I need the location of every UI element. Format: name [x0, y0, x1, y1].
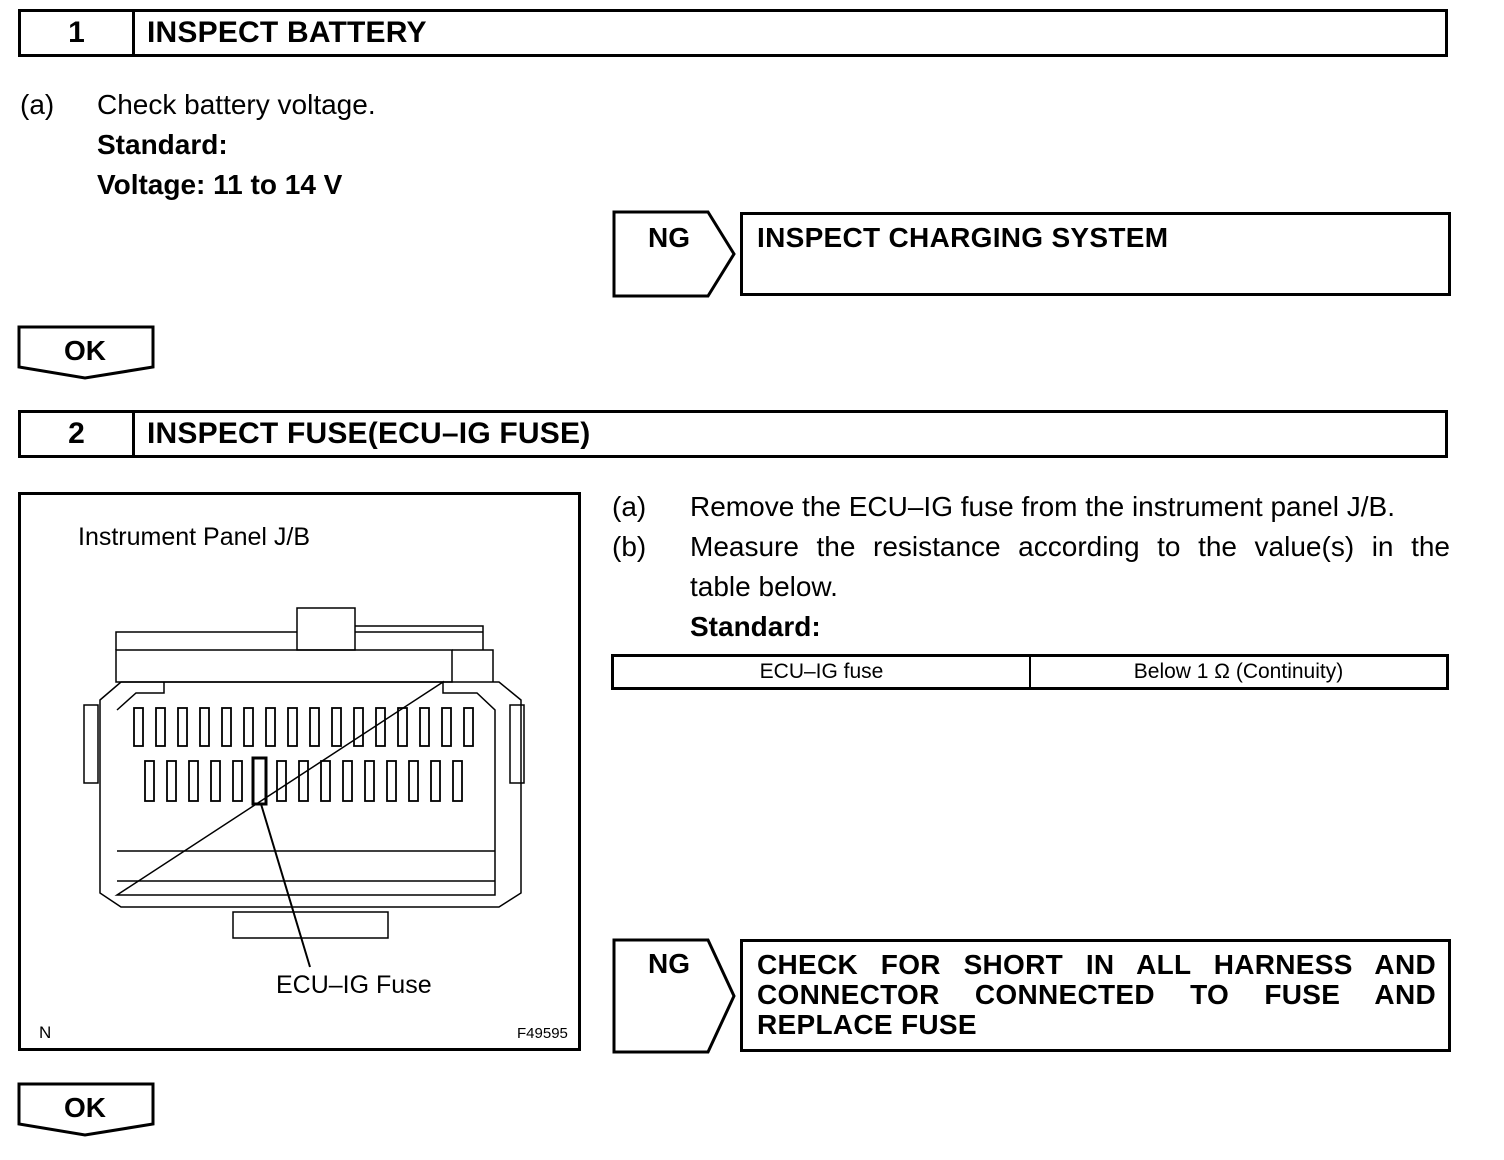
step-2-number: 2 — [21, 413, 135, 455]
step-2-ng-action-line-1: CHECK FOR SHORT IN ALL HARNESS AND — [757, 949, 1436, 980]
ecu-ig-fuse-highlight — [251, 756, 268, 806]
fuse-leader-line — [260, 803, 311, 968]
step-2-title: INSPECT FUSE(ECU–IG FUSE) — [147, 417, 591, 450]
step-1-standard-label: Standard: — [97, 129, 228, 160]
step-1-ng-label: NG — [648, 222, 690, 253]
spec-table-item-cell: ECU–IG fuse — [759, 660, 884, 683]
step-1-number: 1 — [21, 12, 135, 54]
fuse-callout: ECU–IG Fuse — [276, 971, 432, 999]
step-2-item-b-block: Measure the resistance according to the … — [690, 527, 1450, 567]
step-1-ng-arrow-icon — [612, 210, 736, 298]
step-2-item-b-marker: (b) — [612, 531, 647, 562]
figure-corner-mark: N — [39, 1023, 52, 1042]
spec-table: ECU–IG fuse Below 1 Ω (Continuity) — [611, 654, 1449, 690]
instrument-panel-figure: Instrument Panel J/B ECU–IG Fuse N F4959… — [18, 492, 581, 1051]
step-1-title: INSPECT BATTERY — [147, 16, 427, 49]
step-1-ok-arrow-icon — [17, 325, 155, 380]
step-1-item-a-marker: (a) — [20, 89, 55, 120]
step-2-item-b-line-1: Measure the resistance according to the … — [690, 531, 1450, 562]
step-2-ng-action-line-3: REPLACE FUSE — [757, 1009, 977, 1040]
step-1-standard-value: Voltage: 11 to 14 V — [97, 169, 343, 200]
step-2-ng-label: NG — [648, 948, 690, 979]
step-2-item-a-marker: (a) — [612, 491, 647, 522]
step-2-header: 2 INSPECT FUSE(ECU–IG FUSE) — [18, 410, 1448, 458]
step-1-ng-action-text: INSPECT CHARGING SYSTEM — [757, 222, 1169, 253]
step-2-item-a-text: Remove the ECU–IG fuse from the instrume… — [690, 491, 1395, 522]
panel-caption: Instrument Panel J/B — [78, 523, 311, 551]
step-1-ng-action-box: INSPECT CHARGING SYSTEM — [740, 212, 1451, 296]
figure-id: F49595 — [517, 1025, 568, 1042]
step-2-standard-label: Standard: — [690, 611, 821, 642]
step-2-ok-arrow-icon — [17, 1082, 155, 1137]
step-1-ok-label: OK — [64, 335, 106, 366]
step-2-ng-arrow-icon — [612, 938, 736, 1054]
step-2-ng-action-box: CHECK FOR SHORT IN ALL HARNESS AND CONNE… — [740, 939, 1451, 1052]
spec-table-value-cell: Below 1 Ω (Continuity) — [1029, 657, 1446, 687]
step-1-header: 1 INSPECT BATTERY — [18, 9, 1448, 57]
step-2-item-b-line-2: table below. — [690, 571, 838, 602]
step-2-ng-action-line-2: CONNECTOR CONNECTED TO FUSE AND — [757, 979, 1436, 1010]
step-2-ok-label: OK — [64, 1092, 106, 1123]
junction-block-drawing — [83, 607, 525, 968]
step-1-item-a-text: Check battery voltage. — [97, 89, 376, 120]
